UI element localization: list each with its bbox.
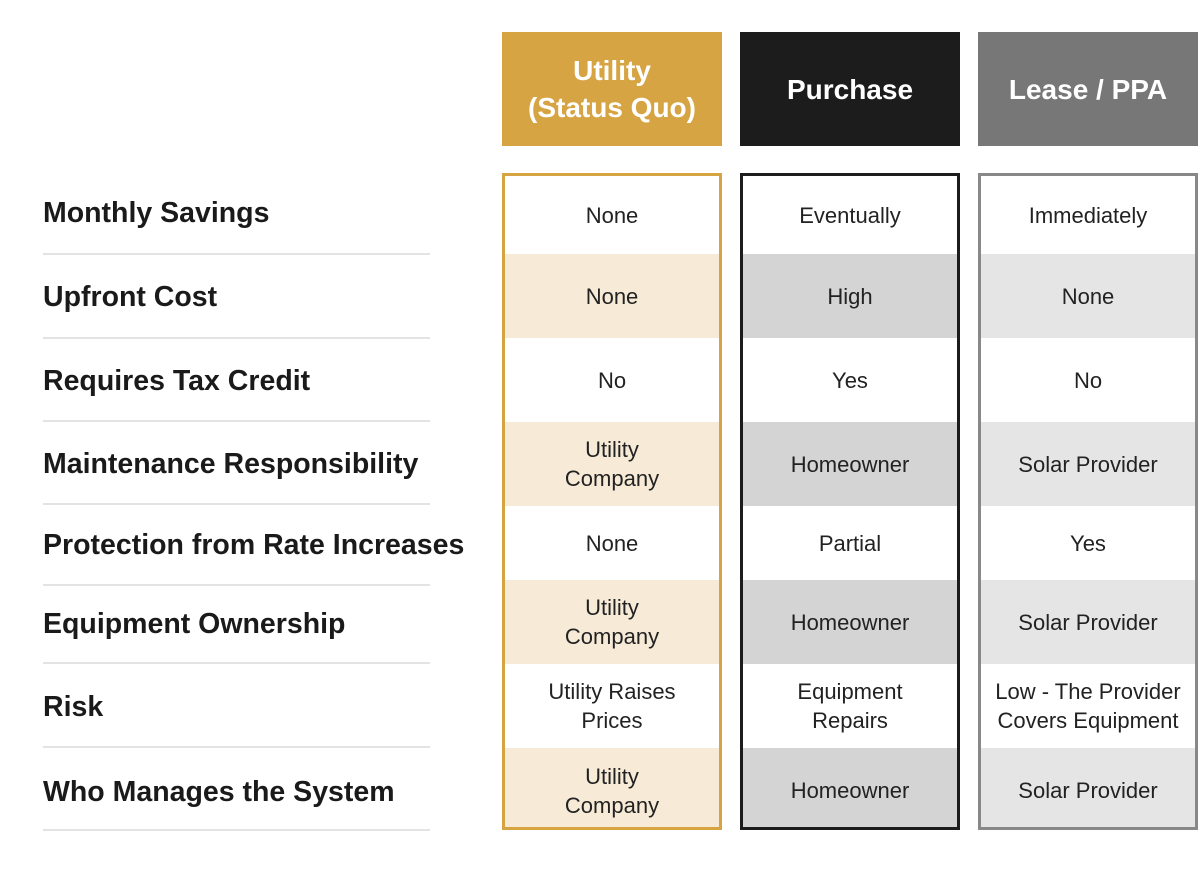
- cell-purchase-protection-from-rate-increases: Partial: [743, 506, 957, 580]
- row-divider: [43, 829, 430, 831]
- cell-text: None: [585, 202, 639, 228]
- row-divider: [43, 337, 430, 339]
- header-utility: Utility (Status Quo): [502, 32, 722, 146]
- row-divider: [43, 420, 430, 422]
- cell-utility-protection-from-rate-increases: None: [505, 506, 719, 580]
- cell-text: None: [1061, 283, 1115, 309]
- cell-text: No: [1073, 367, 1103, 393]
- cell-utility-who-manages: Utility Company: [505, 748, 719, 827]
- cell-purchase-monthly-savings: Eventually: [743, 176, 957, 254]
- cell-text: Homeowner: [790, 451, 910, 477]
- header-lease-ppa-label: Lease / PPA: [1008, 73, 1168, 105]
- cell-purchase-requires-tax-credit: Yes: [743, 338, 957, 422]
- row-label-requires-tax-credit: Requires Tax Credit: [43, 340, 513, 422]
- row-divider: [43, 662, 430, 664]
- cell-lease-who-manages: Solar Provider: [981, 748, 1195, 827]
- header-lease-ppa: Lease / PPA: [978, 32, 1198, 146]
- row-label-who-manages-the-system: Who Manages the System: [43, 750, 513, 834]
- header-utility-label: Utility (Status Quo): [528, 55, 696, 123]
- cell-text: Yes: [1070, 530, 1106, 556]
- cell-text: Partial: [818, 530, 882, 556]
- cell-utility-requires-tax-credit: No: [505, 338, 719, 422]
- cell-text: None: [585, 530, 639, 556]
- row-label-text: Maintenance Responsibility: [43, 447, 419, 480]
- cell-text: High: [827, 283, 873, 309]
- cell-lease-upfront-cost: None: [981, 254, 1195, 338]
- cell-purchase-who-manages: Homeowner: [743, 748, 957, 827]
- column-purchase: Eventually High Yes Homeowner Partial Ho…: [740, 173, 960, 830]
- cell-utility-monthly-savings: None: [505, 176, 719, 254]
- cell-lease-protection-from-rate-increases: Yes: [981, 506, 1195, 580]
- cell-text: Eventually: [799, 202, 901, 228]
- row-divider: [43, 746, 430, 748]
- cell-lease-monthly-savings: Immediately: [981, 176, 1195, 254]
- cell-text: Yes: [832, 367, 868, 393]
- header-purchase-label: Purchase: [786, 73, 914, 105]
- header-purchase: Purchase: [740, 32, 960, 146]
- column-utility: None None No Utility Company None Utilit…: [502, 173, 722, 830]
- cell-text: Utility Raises Prices: [548, 679, 676, 733]
- cell-purchase-maintenance-responsibility: Homeowner: [743, 422, 957, 506]
- row-divider: [43, 253, 430, 255]
- cell-text: No: [597, 367, 627, 393]
- column-lease-ppa: Immediately None No Solar Provider Yes S…: [978, 173, 1198, 830]
- row-label-text: Risk: [43, 690, 104, 723]
- cell-lease-maintenance-responsibility: Solar Provider: [981, 422, 1195, 506]
- cell-lease-requires-tax-credit: No: [981, 338, 1195, 422]
- cell-text: Solar Provider: [1018, 609, 1158, 635]
- row-divider: [43, 584, 430, 586]
- cell-text: Low - The Provider Covers Equipment: [995, 679, 1181, 733]
- row-label-upfront-cost: Upfront Cost: [43, 256, 513, 338]
- cell-utility-upfront-cost: None: [505, 254, 719, 338]
- cell-purchase-risk: Equipment Repairs: [743, 664, 957, 748]
- cell-utility-equipment-ownership: Utility Company: [505, 580, 719, 664]
- row-label-text: Protection from Rate Increases: [43, 528, 465, 561]
- row-label-text: Requires Tax Credit: [43, 364, 311, 397]
- cell-text: Homeowner: [790, 609, 910, 635]
- cell-text: Equipment Repairs: [797, 679, 903, 733]
- row-label-text: Equipment Ownership: [43, 607, 346, 640]
- cell-purchase-upfront-cost: High: [743, 254, 957, 338]
- cell-lease-equipment-ownership: Solar Provider: [981, 580, 1195, 664]
- cell-text: Utility Company: [564, 437, 660, 491]
- cell-utility-risk: Utility Raises Prices: [505, 664, 719, 748]
- row-divider: [43, 503, 430, 505]
- cell-purchase-equipment-ownership: Homeowner: [743, 580, 957, 664]
- cell-text: Utility Company: [564, 595, 660, 649]
- cell-text: None: [585, 283, 639, 309]
- cell-lease-risk: Low - The Provider Covers Equipment: [981, 664, 1195, 748]
- row-label-maintenance-responsibility: Maintenance Responsibility: [43, 423, 513, 505]
- row-label-text: Monthly Savings: [43, 196, 270, 229]
- row-label-protection-from-rate-increases: Protection from Rate Increases: [43, 506, 513, 584]
- row-label-risk: Risk: [43, 666, 513, 748]
- row-label-text: Who Manages the System: [43, 775, 395, 808]
- cell-text: Immediately: [1028, 202, 1148, 228]
- cell-text: Homeowner: [790, 778, 910, 803]
- row-label-equipment-ownership: Equipment Ownership: [43, 586, 513, 662]
- cell-text: Solar Provider: [1018, 778, 1158, 803]
- cell-text: Utility Company: [564, 763, 660, 818]
- cell-text: Solar Provider: [1018, 451, 1158, 477]
- cell-utility-maintenance-responsibility: Utility Company: [505, 422, 719, 506]
- row-label-monthly-savings: Monthly Savings: [43, 173, 513, 253]
- row-label-text: Upfront Cost: [43, 280, 218, 313]
